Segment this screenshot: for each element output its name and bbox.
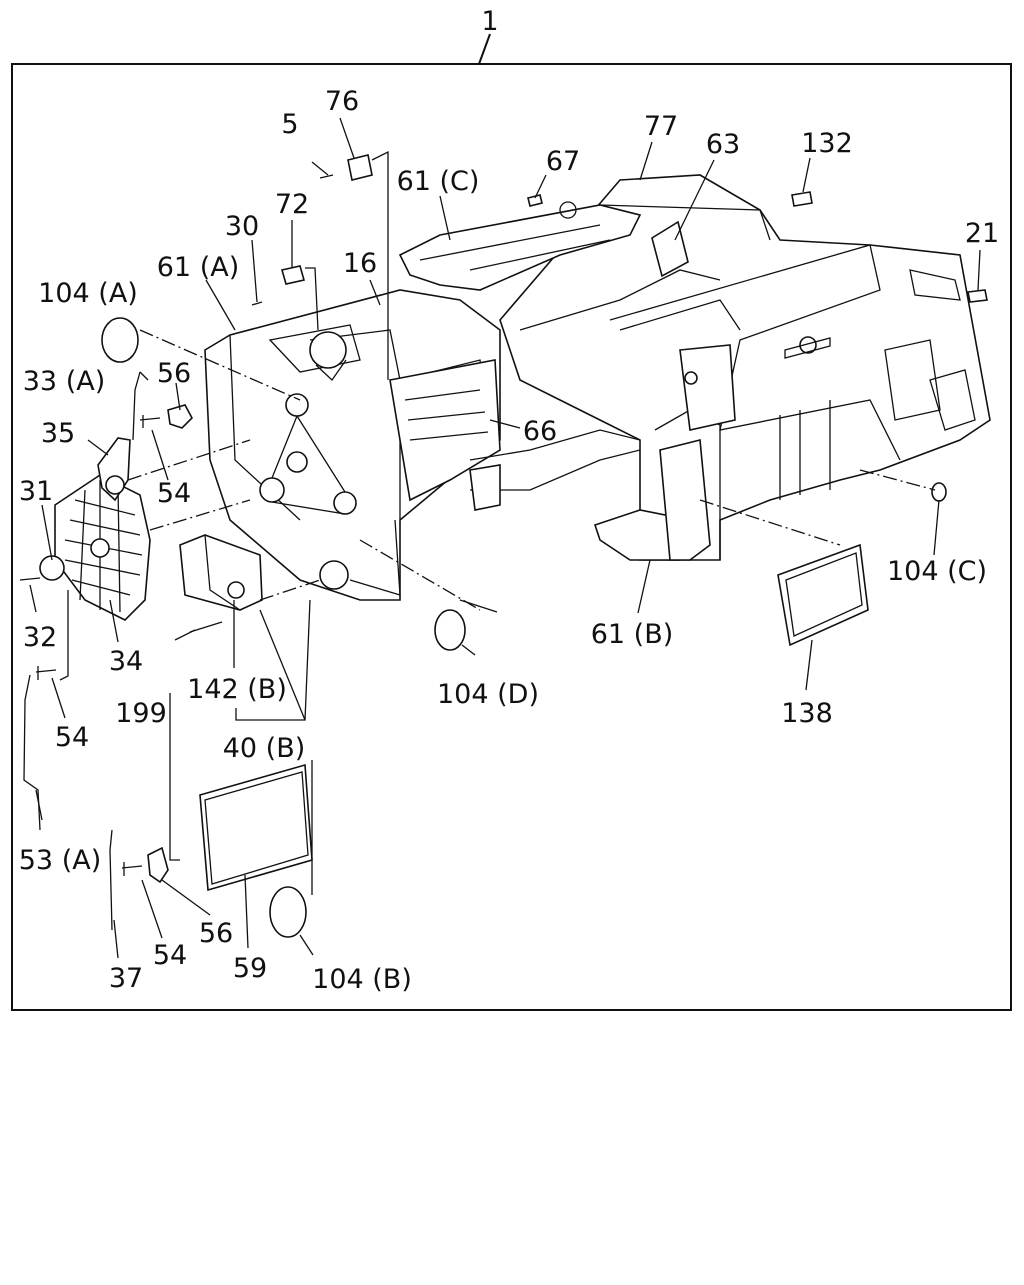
rod-37	[109, 829, 113, 931]
screw-30	[251, 301, 263, 306]
cap-104b	[269, 886, 307, 938]
rod-33a	[132, 371, 141, 441]
callout-5: 5	[281, 109, 298, 140]
pulley-assembly	[259, 393, 357, 515]
screw-54-a	[139, 415, 161, 428]
screw-5	[319, 174, 334, 179]
filter-59	[199, 763, 313, 892]
callout-54-b: 54	[55, 722, 89, 753]
alignment-lines	[127, 329, 936, 611]
lever-35	[97, 437, 131, 502]
screw-32	[19, 577, 41, 581]
callout-142b: 142 (B)	[187, 674, 287, 705]
callout-37: 37	[109, 963, 143, 994]
callout-61a: 61 (A)	[157, 252, 239, 283]
clip-56-bottom	[147, 846, 169, 884]
callout-63: 63	[706, 129, 740, 160]
callout-59: 59	[233, 953, 267, 984]
clip-72	[280, 265, 306, 285]
clip-132	[791, 191, 813, 207]
callout-56-bottom: 56	[199, 918, 233, 949]
callout-77: 77	[644, 111, 678, 142]
callout-1: 1	[481, 6, 498, 37]
callout-30: 30	[225, 211, 259, 242]
callout-61c: 61 (C)	[397, 166, 480, 197]
callout-31: 31	[19, 476, 53, 507]
callout-72: 72	[275, 189, 309, 220]
screw-21	[967, 289, 988, 303]
pad-138	[777, 543, 869, 647]
callout-53a: 53 (A)	[19, 845, 101, 876]
callout-54-a: 54	[157, 478, 191, 509]
callout-16: 16	[343, 248, 377, 279]
callout-138: 138	[781, 698, 833, 729]
callout-21: 21	[965, 218, 999, 249]
callout-40b: 40 (B)	[223, 733, 306, 764]
callout-104b: 104 (B)	[312, 964, 412, 995]
duct-61b	[593, 438, 711, 561]
screw-54-b	[35, 666, 57, 680]
callout-35: 35	[41, 418, 75, 449]
screw-54-c	[121, 862, 143, 876]
callout-61b: 61 (B)	[591, 619, 674, 650]
pad-63	[651, 220, 689, 278]
cap-104c	[931, 482, 947, 502]
leader-lines	[29, 117, 981, 959]
diagram-frame	[11, 63, 1012, 1011]
callout-54-c: 54	[153, 940, 187, 971]
callout-104c: 104 (C)	[887, 556, 987, 587]
clip-56-top	[167, 404, 193, 429]
leader-1	[478, 33, 491, 65]
callout-labels: 1 5 76 77 63 132 67 61 (C) 30 72 21 61 (…	[19, 6, 999, 995]
main-frame-assembly	[499, 174, 991, 561]
cap-104d	[434, 609, 466, 651]
callout-33a: 33 (A)	[23, 366, 105, 397]
duct-61c	[398, 201, 642, 291]
cap-104a	[101, 317, 139, 363]
callout-34: 34	[109, 646, 143, 677]
actuator-40b	[179, 534, 263, 611]
rod-53a	[23, 674, 41, 831]
callout-76: 76	[325, 86, 359, 117]
callout-56-top: 56	[157, 358, 191, 389]
fan-wheel-31	[39, 474, 151, 621]
callout-67: 67	[546, 146, 580, 177]
callout-199: 199	[115, 698, 167, 729]
callout-132: 132	[801, 128, 853, 159]
pipe-66	[469, 429, 641, 511]
screw-199	[189, 621, 223, 633]
clip-76	[347, 154, 373, 181]
heater-case-body	[204, 289, 501, 601]
callout-66: 66	[523, 416, 557, 447]
callout-32: 32	[23, 622, 57, 653]
callout-104d: 104 (D)	[437, 679, 539, 710]
callout-104a: 104 (A)	[38, 278, 138, 309]
